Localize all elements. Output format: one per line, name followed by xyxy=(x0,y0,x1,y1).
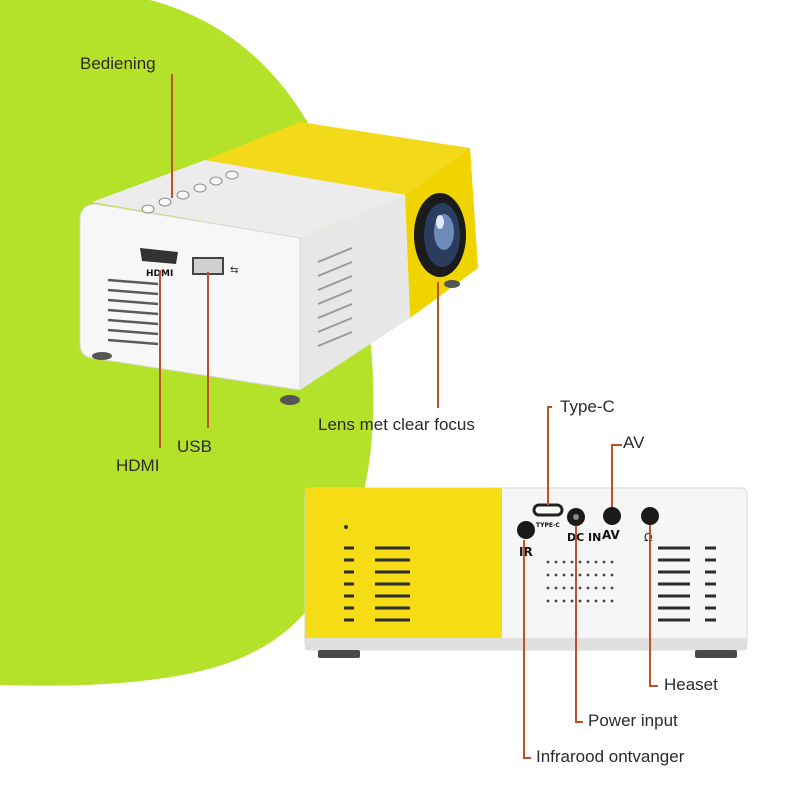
speaker-dot xyxy=(594,573,598,577)
speaker-dot xyxy=(586,560,590,564)
rear-left-vents xyxy=(344,546,410,622)
usb-port xyxy=(192,257,224,275)
projector-top-white xyxy=(92,160,405,238)
av-port xyxy=(603,507,621,525)
speaker-dot xyxy=(602,599,606,603)
callout-hdmi: HDMI xyxy=(116,456,160,475)
hdmi-port xyxy=(140,248,178,264)
projector-top-yellow xyxy=(205,122,470,195)
callout-power-input: Power input xyxy=(588,711,678,730)
callout-usb: USB xyxy=(177,437,212,456)
type-c-marking: TYPE-C xyxy=(536,522,560,529)
callout-av: AV xyxy=(623,433,645,452)
av-marking: AV xyxy=(602,528,620,542)
rear-body-yellow xyxy=(305,488,502,638)
projector-front-face xyxy=(79,203,301,391)
speaker-dot xyxy=(594,586,598,590)
callout-infrarood: Infrarood ontvanger xyxy=(536,747,685,766)
speaker-dot xyxy=(546,599,550,603)
speaker-dot xyxy=(562,586,566,590)
leader-lines xyxy=(159,74,658,759)
speaker-dot xyxy=(554,560,558,564)
speaker-dot xyxy=(562,599,566,603)
speaker-dot xyxy=(562,573,566,577)
usb-symbol-icon: ⇆ xyxy=(230,265,238,276)
speaker-dot xyxy=(602,560,606,564)
leader-heaset xyxy=(649,525,658,687)
leader-av xyxy=(611,444,622,507)
speaker-dot xyxy=(570,599,574,603)
speaker-dot xyxy=(610,573,614,577)
speaker-dot xyxy=(578,573,582,577)
headphone-icon: Ω xyxy=(644,531,652,544)
speaker-dot xyxy=(610,599,614,603)
headset-port xyxy=(641,507,659,525)
callout-heaset: Heaset xyxy=(664,675,718,694)
speaker-dot xyxy=(546,560,550,564)
rear-base xyxy=(305,638,747,650)
lens xyxy=(414,193,466,277)
speaker-dot xyxy=(546,573,550,577)
speaker-dot xyxy=(578,560,582,564)
speaker-dot xyxy=(546,586,550,590)
callout-lens: Lens met clear focus xyxy=(318,415,475,434)
ir-marking: IR xyxy=(519,545,533,559)
projector-rear-view: IR TYPE-C DC IN AV Ω xyxy=(304,487,748,658)
speaker-dot xyxy=(594,599,598,603)
speaker-dot xyxy=(554,573,558,577)
speaker-dot xyxy=(610,560,614,564)
callout-bediening: Bediening xyxy=(80,54,156,73)
ir-receiver xyxy=(517,521,535,539)
speaker-dot xyxy=(602,573,606,577)
speaker-dot xyxy=(594,560,598,564)
dc-in-marking: DC IN xyxy=(567,531,601,544)
speaker-dot xyxy=(570,586,574,590)
leader-type-c xyxy=(547,406,552,505)
leader-power-input xyxy=(575,526,583,723)
speaker-dot xyxy=(586,586,590,590)
speaker-dot xyxy=(554,586,558,590)
speaker-dot xyxy=(578,599,582,603)
speaker-dot xyxy=(578,586,582,590)
speaker-dot xyxy=(602,586,606,590)
speaker-dot xyxy=(610,586,614,590)
leader-infrarood xyxy=(523,540,531,759)
speaker-dot xyxy=(586,599,590,603)
projector-front-view: HDMI ⇆ xyxy=(79,122,478,405)
side-vents xyxy=(317,247,353,347)
speaker-dot xyxy=(570,560,574,564)
type-c-port xyxy=(532,503,564,517)
speaker-dot xyxy=(554,599,558,603)
rear-right-vents xyxy=(658,546,716,622)
speaker-dot xyxy=(562,560,566,564)
speaker-dot xyxy=(586,573,590,577)
callout-type-c: Type-C xyxy=(560,397,615,416)
speaker-dot xyxy=(570,573,574,577)
control-buttons xyxy=(141,170,239,214)
speaker-dot-grid xyxy=(546,560,614,603)
front-vents xyxy=(107,278,159,346)
